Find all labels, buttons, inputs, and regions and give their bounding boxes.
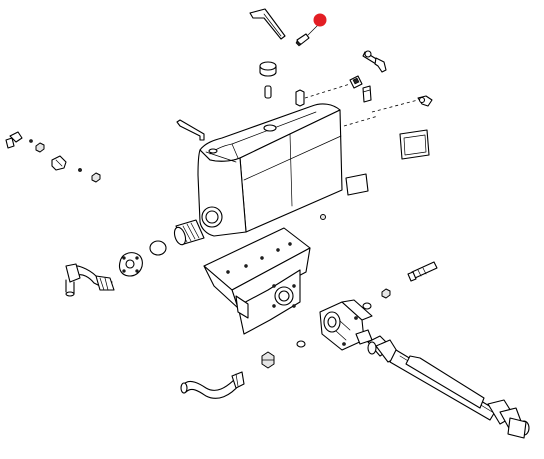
return-pipe[interactable] [180, 371, 245, 399]
washer-left-1[interactable] [29, 139, 33, 143]
tank-drain-plug[interactable] [320, 214, 326, 220]
pump-o-ring[interactable] [362, 302, 372, 310]
washer-left-2[interactable] [78, 168, 82, 172]
filler-cap[interactable] [259, 61, 277, 99]
hex-nut-right[interactable] [381, 288, 391, 299]
hose-nipple-fitting[interactable] [349, 75, 363, 89]
highlight-marker[interactable] [313, 13, 327, 27]
assembly-line-elbow [371, 99, 419, 113]
warning-decal-lower[interactable] [345, 173, 369, 196]
hydraulic-tank[interactable] [176, 89, 343, 237]
pressure-fitting-right[interactable] [407, 261, 438, 282]
breather-fitting-upper[interactable] [362, 50, 387, 73]
suction-strainer[interactable] [172, 219, 205, 246]
fitting-clip[interactable] [362, 85, 372, 103]
left-elbow-fitting[interactable] [5, 131, 23, 149]
hose-adapter-left[interactable] [51, 155, 67, 171]
fitting-nut-lower[interactable] [261, 351, 275, 369]
top-mounting-strap[interactable] [249, 8, 286, 40]
highlighted-small-bolt[interactable] [295, 24, 319, 47]
pump-seal-ring[interactable] [296, 340, 306, 348]
assembly-line-fitting [304, 83, 351, 99]
drive-shaft[interactable] [367, 335, 530, 439]
pump-mounting-bracket[interactable] [203, 227, 311, 335]
suction-hose[interactable] [65, 263, 115, 297]
hex-nut-left[interactable] [35, 142, 45, 153]
warning-decal-upper[interactable] [399, 129, 430, 160]
suction-flange[interactable] [118, 252, 143, 277]
right-elbow-fitting[interactable] [417, 95, 433, 107]
hex-nut-left-2[interactable] [91, 172, 101, 183]
hydraulic-gear-pump[interactable] [319, 299, 373, 351]
strainer-o-ring[interactable] [149, 240, 167, 256]
assembly-line-tank-right [343, 115, 379, 127]
